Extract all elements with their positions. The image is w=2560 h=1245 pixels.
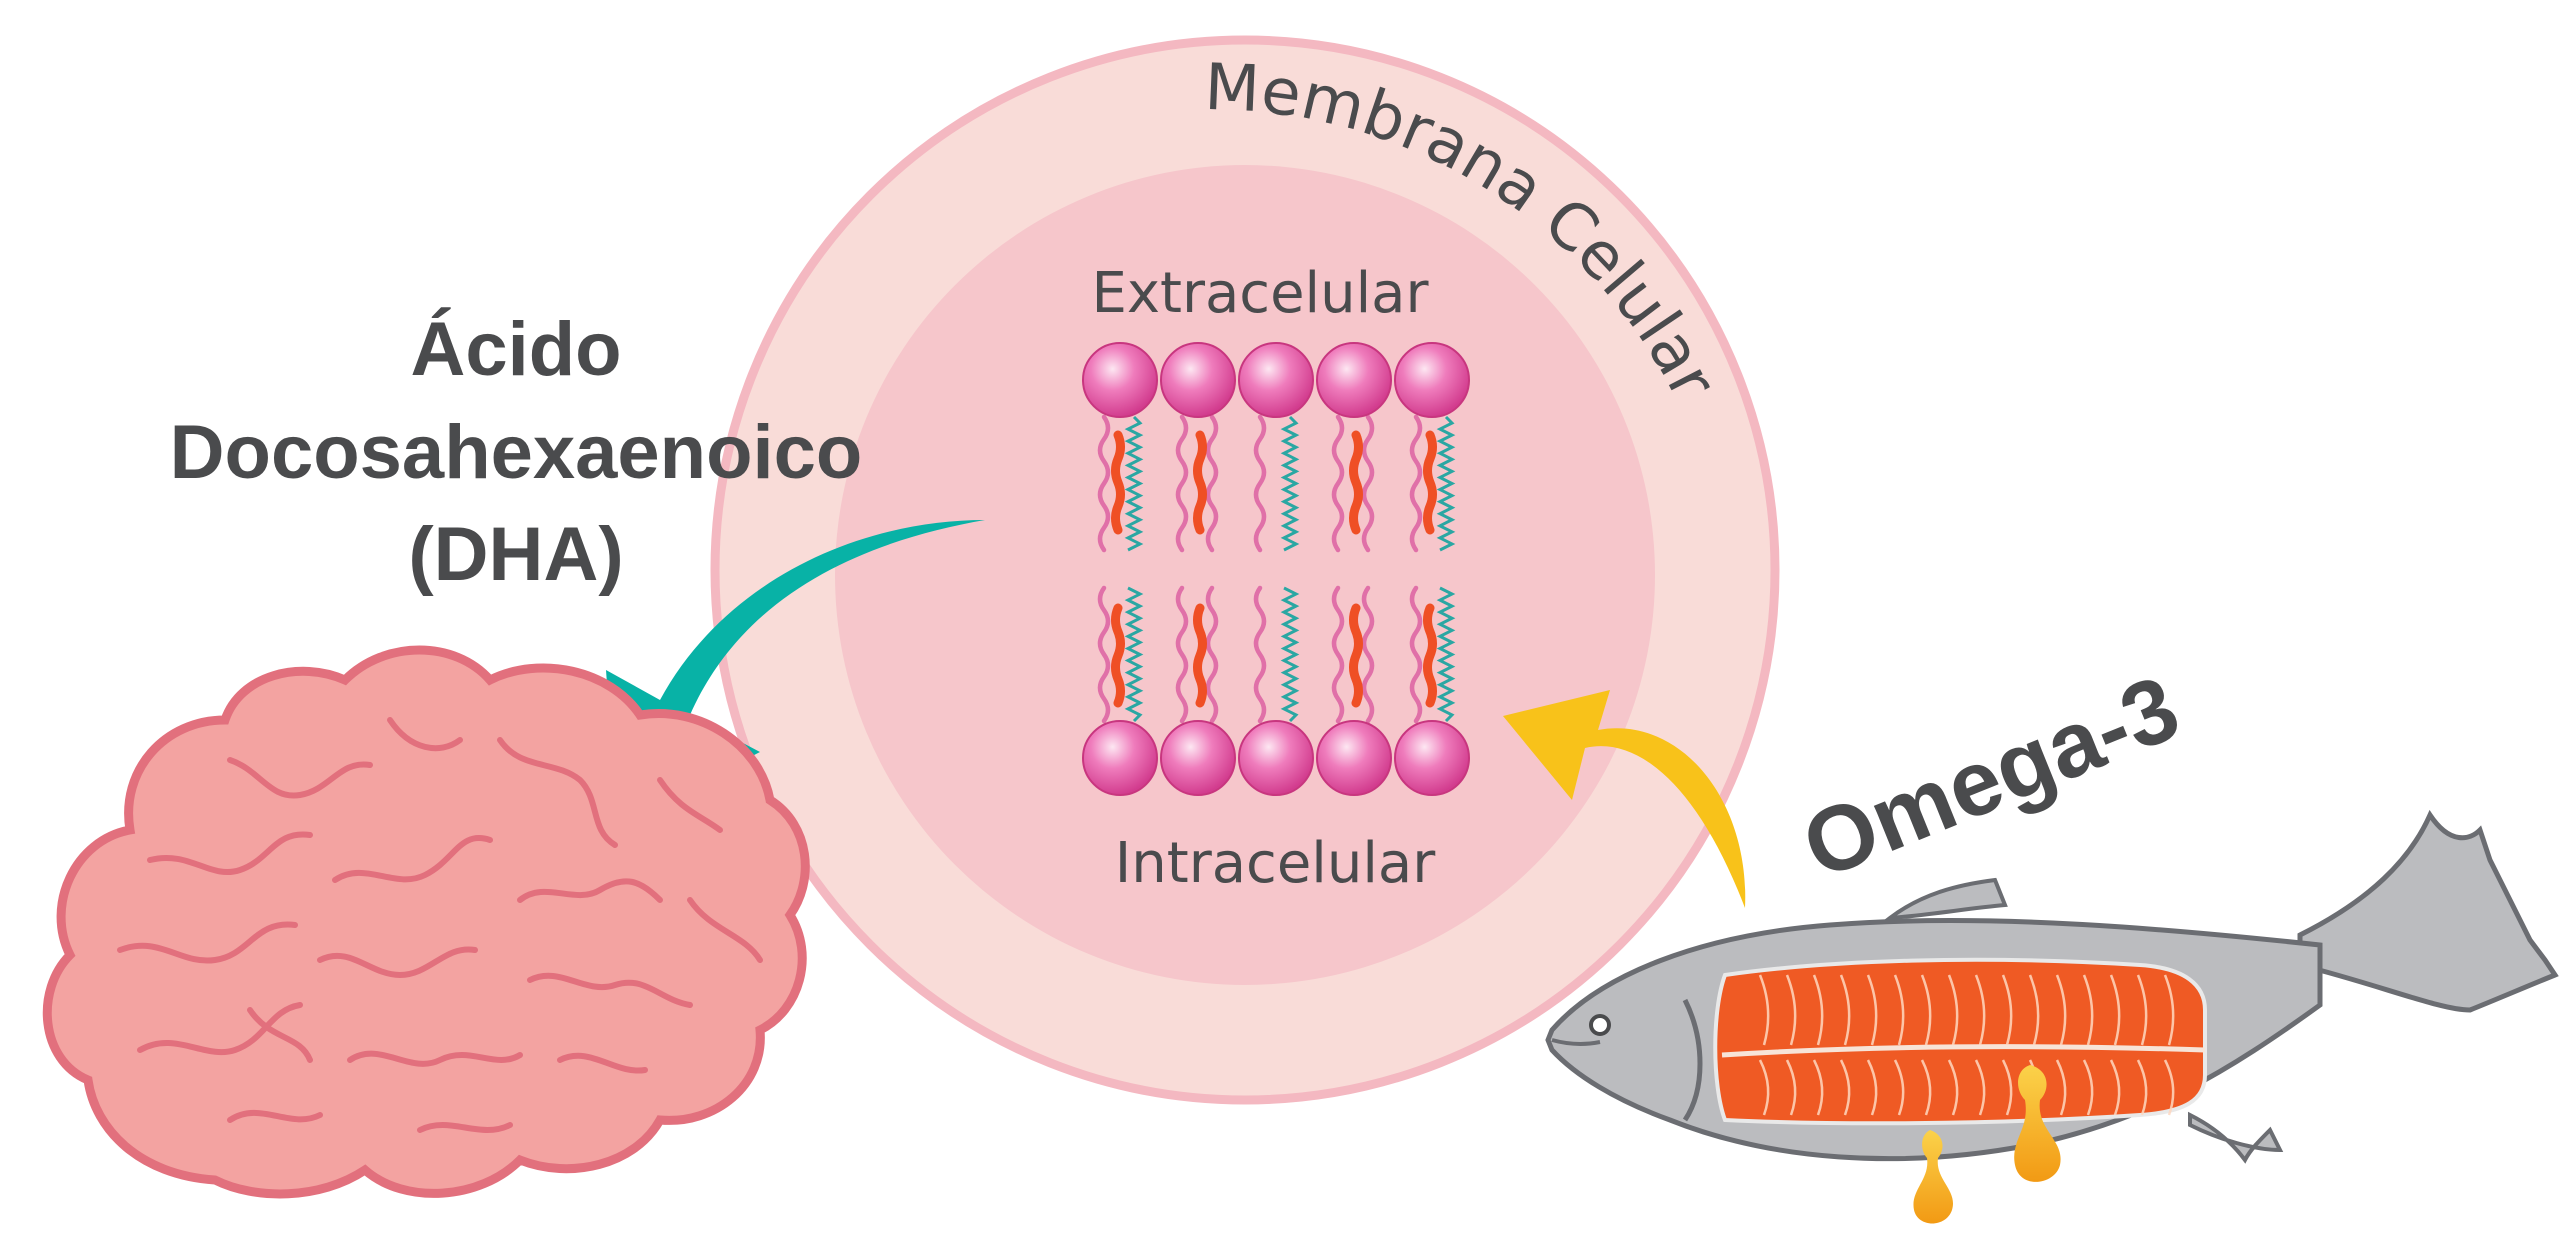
flesh-line (1974, 974, 1986, 1046)
flesh-line (2163, 974, 2175, 1046)
lipid-tail (1205, 585, 1219, 724)
dha-molecule (1423, 603, 1437, 708)
flesh-line (2109, 974, 2121, 1046)
lipid-tail (1331, 585, 1345, 724)
brain-icon (42, 645, 810, 1199)
phospholipid-head (1160, 720, 1236, 796)
phospholipid-head (1082, 342, 1158, 418)
lipid-tail (1409, 414, 1423, 553)
flesh-line (1974, 1059, 1986, 1116)
flesh-line (2163, 1059, 2175, 1116)
flesh-line (2028, 974, 2040, 1046)
flesh-line (1947, 974, 1959, 1046)
dha-molecule (1349, 603, 1363, 708)
flesh-line (1812, 974, 1824, 1046)
cell (710, 35, 1780, 1105)
lipid-tail (1331, 414, 1345, 553)
lipid-tail (1175, 585, 1189, 724)
flesh-line (2001, 1059, 2013, 1116)
flesh-line (1920, 974, 1932, 1046)
lipid-tail (1253, 585, 1267, 724)
fish-dorsal-fin (1883, 877, 2008, 921)
svg-text:(DHA): (DHA) (408, 512, 623, 597)
phospholipid-head (1238, 342, 1314, 418)
flesh-line (1785, 1059, 1797, 1116)
flesh-line (1893, 974, 1905, 1046)
flesh-line (1947, 1059, 1959, 1116)
lipid-tail (1097, 585, 1111, 724)
flesh-line (1893, 1059, 1905, 1116)
flesh-line (2136, 1059, 2148, 1116)
flesh-line (1785, 974, 1797, 1046)
flesh-line (2001, 974, 2013, 1046)
dha-molecule (1111, 603, 1125, 708)
lipid-tail (1097, 414, 1111, 553)
salmon-fish-icon (1545, 809, 2559, 1224)
dha-molecule (1111, 430, 1125, 535)
phospholipid-head (1082, 720, 1158, 796)
flesh-line (1839, 974, 1851, 1046)
lipid-tail (1361, 414, 1375, 553)
omega-chain (1436, 415, 1456, 552)
flesh-line (2082, 974, 2094, 1046)
oil-drop (2014, 1065, 2061, 1182)
svg-text:Docosahexaenoico: Docosahexaenoico (170, 410, 863, 495)
lipid-tail (1175, 414, 1189, 553)
flesh-line (1866, 974, 1878, 1046)
fish-eye (1589, 1014, 1611, 1036)
lipid-tail (1361, 585, 1375, 724)
yellow-arrow (1503, 690, 1746, 908)
lipid-bilayer-icon (1082, 342, 1470, 796)
flesh-line (2136, 974, 2148, 1046)
phospholipid-head (1160, 342, 1236, 418)
fish-tail (2297, 809, 2559, 1013)
flesh-line (1920, 1059, 1932, 1116)
salmon-flesh (1713, 957, 2207, 1126)
omega-chain (1124, 586, 1144, 723)
extracellular-label: Extracelular (1091, 261, 1429, 326)
phospholipid-head (1316, 720, 1392, 796)
oil-drops (1913, 1065, 2061, 1224)
oil-drop (1913, 1130, 1954, 1224)
lipid-tail (1409, 585, 1423, 724)
flesh-line (2055, 1059, 2067, 1116)
flesh-line (2082, 1059, 2094, 1116)
omega-chain (1280, 586, 1300, 723)
phospholipid-head (1316, 342, 1392, 418)
omega-chain (1280, 415, 1300, 552)
flesh-line (2109, 1059, 2121, 1116)
dha-molecule (1423, 430, 1437, 535)
dha-molecule (1349, 430, 1363, 535)
intracellular-label: Intracelular (1115, 831, 1436, 896)
flesh-line (1839, 1059, 1851, 1116)
dha-label: Ácido Docosahexaenoico (DHA) (170, 307, 863, 597)
flesh-line (1812, 1059, 1824, 1116)
omega3-label: Omega-3 (1789, 656, 2192, 898)
dha-molecule (1193, 430, 1207, 535)
flesh-line (1758, 974, 1770, 1046)
phospholipid-head (1394, 720, 1470, 796)
omega-chain (1436, 586, 1456, 723)
lipid-tail (1253, 414, 1267, 553)
omega-chain (1124, 415, 1144, 552)
fish-anal-fin (2188, 1111, 2284, 1164)
lipid-tail (1205, 414, 1219, 553)
dha-molecule (1193, 603, 1207, 708)
svg-text:Ácido: Ácido (410, 307, 621, 392)
phospholipid-head (1394, 342, 1470, 418)
flesh-line (1866, 1059, 1878, 1116)
phospholipid-head (1238, 720, 1314, 796)
flesh-line (2055, 974, 2067, 1046)
flesh-line (1758, 1059, 1770, 1116)
